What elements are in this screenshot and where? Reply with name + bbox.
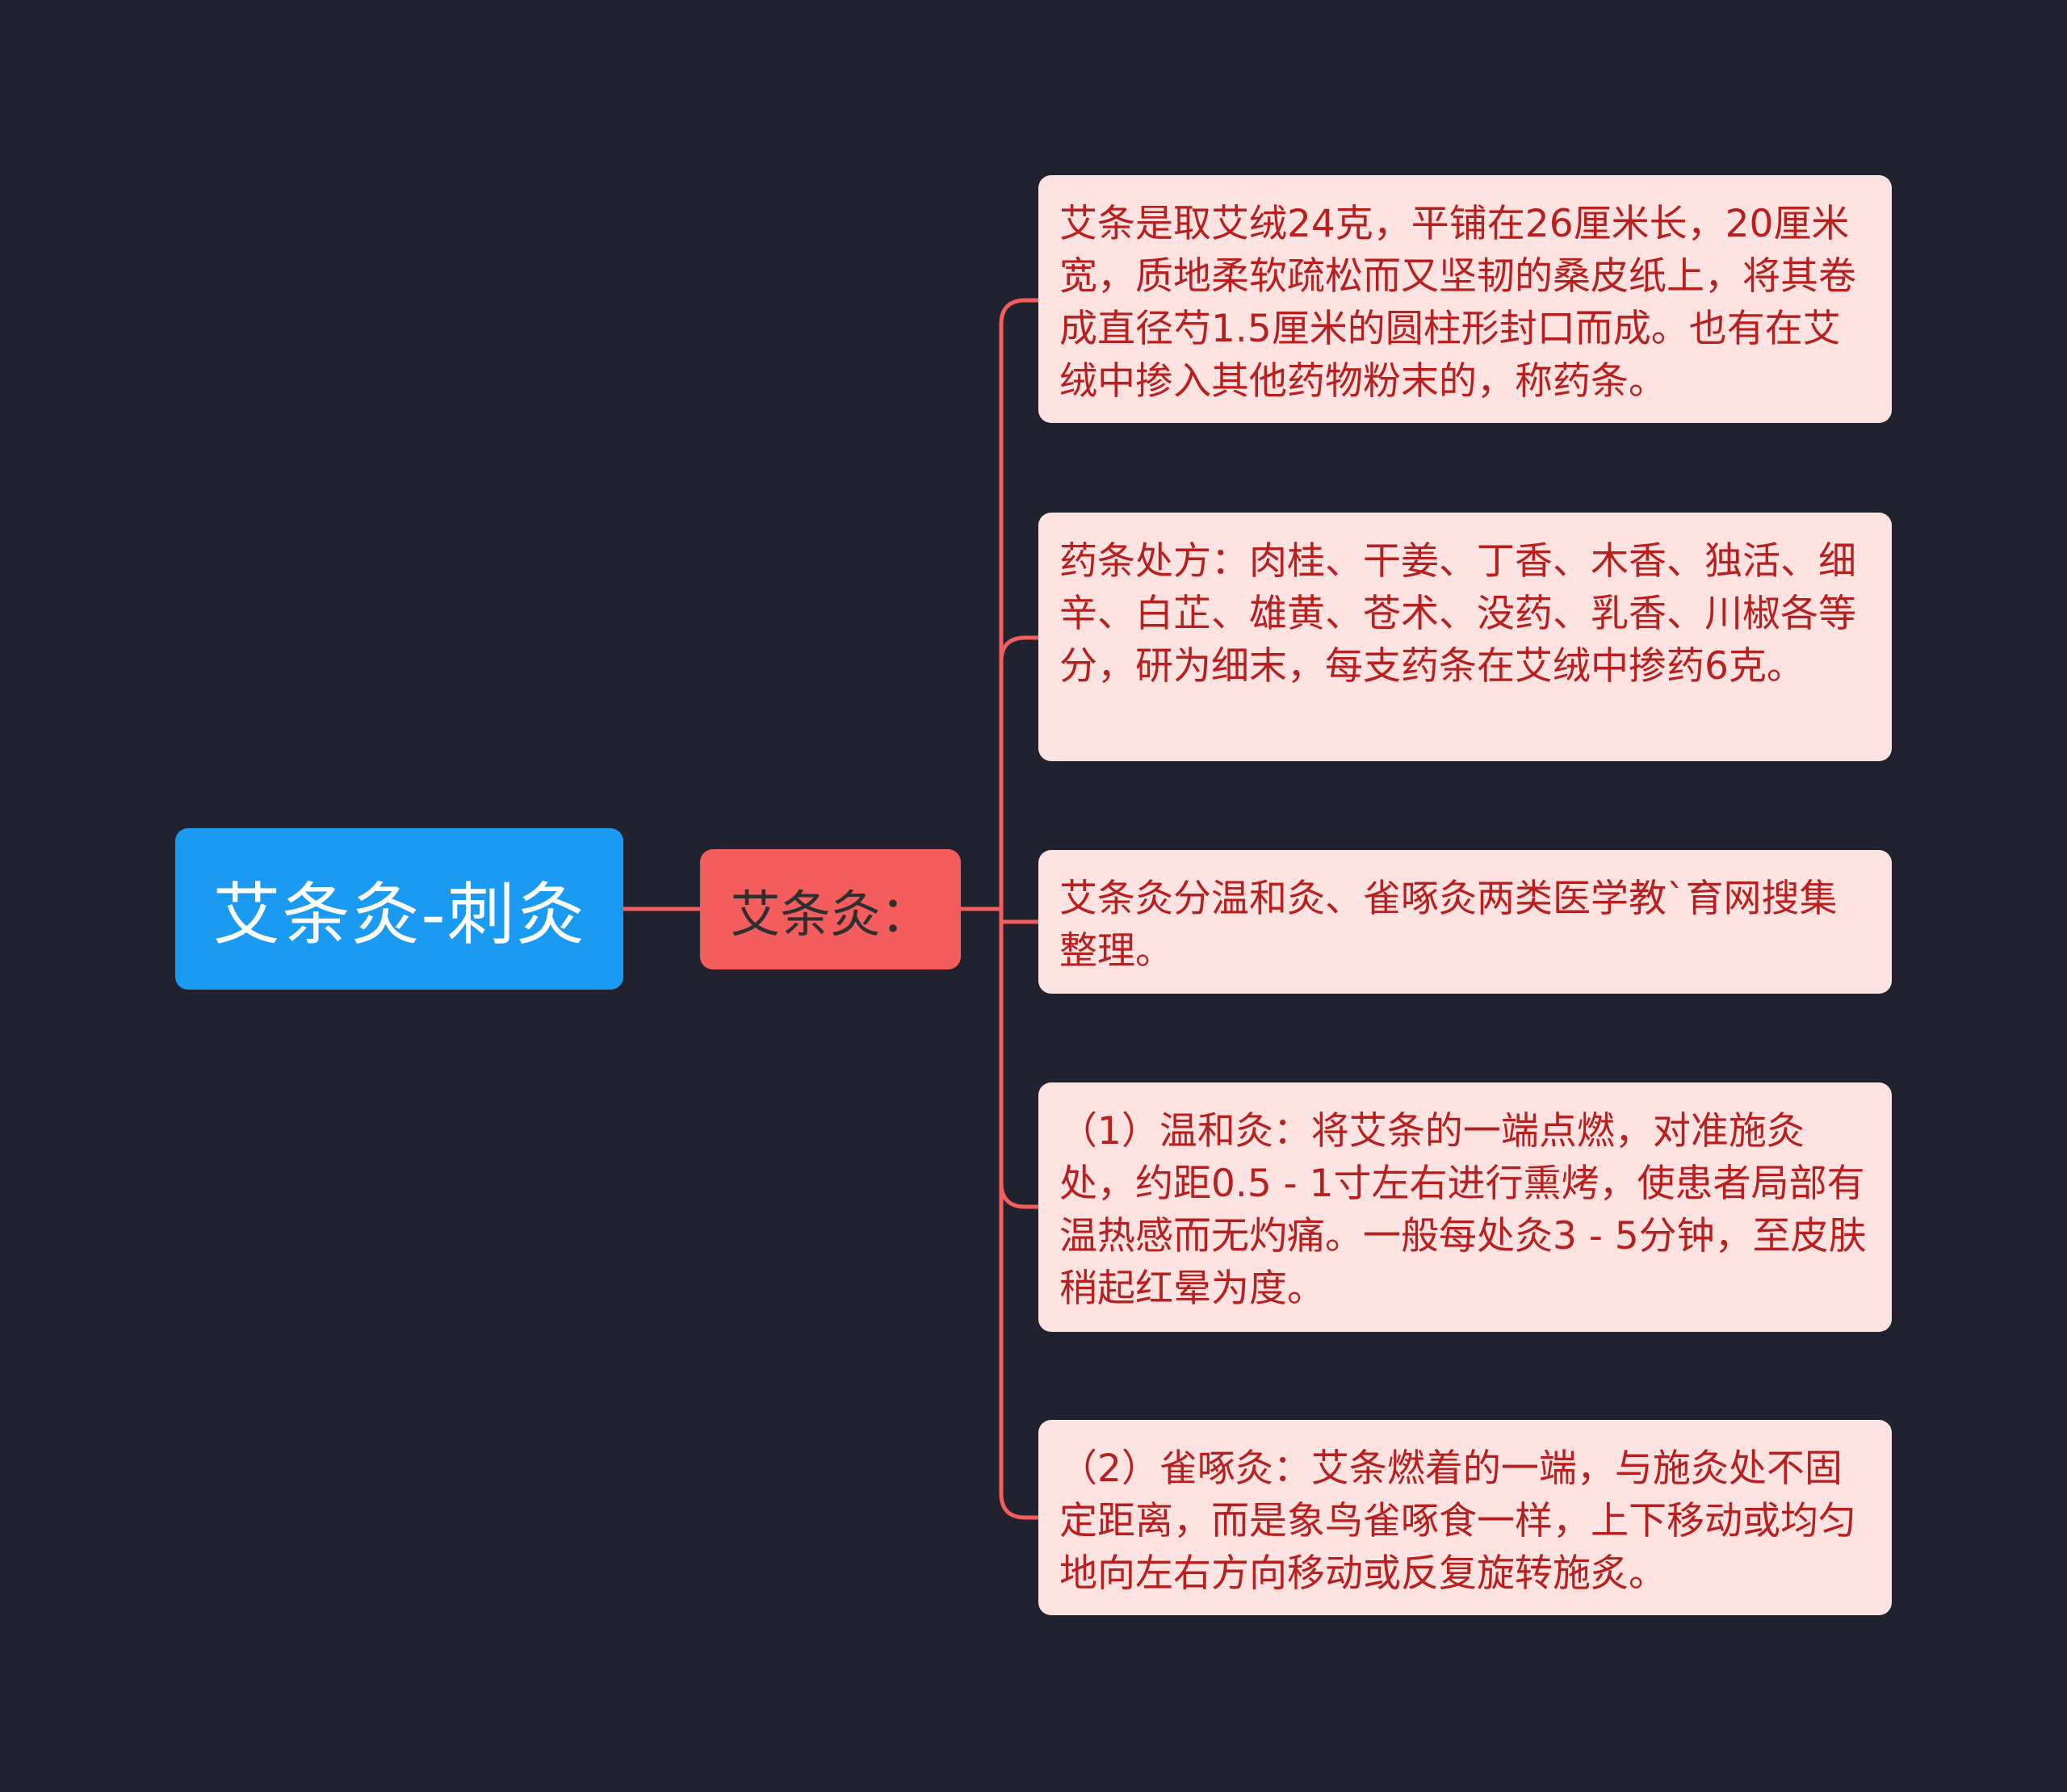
leaf-topic-4[interactable]: （1）温和灸：将艾条的一端点燃，对准施灸处，约距0.5 - 1寸左右进行熏烤，使…: [1038, 1082, 1892, 1332]
leaf-5-connector: [999, 906, 1041, 1520]
root-topic[interactable]: 艾条灸-刺灸: [175, 828, 623, 990]
leaf-topic-1[interactable]: 艾条是取艾绒24克，平铺在26厘米长，20厘米宽，质地柔软疏松而又坚韧的桑皮纸上…: [1038, 175, 1892, 423]
leaf-2-connector: [999, 635, 1041, 911]
leaf-topic-2-text: 药条处方：肉桂、干姜、丁香、木香、独活、细辛、白芷、雄黄、苍术、没药、乳香、川椒…: [1059, 539, 1856, 689]
leaf-topic-2[interactable]: 药条处方：肉桂、干姜、丁香、木香、独活、细辛、白芷、雄黄、苍术、没药、乳香、川椒…: [1038, 513, 1892, 761]
leaf-1-connector: [999, 298, 1041, 911]
leaf-topic-5[interactable]: （2）雀啄灸：艾条燃着的一端，与施灸处不固定距离，而是象鸟雀啄食一样，上下移动或…: [1038, 1420, 1892, 1615]
leaf-topic-3[interactable]: 艾条灸分温和灸、雀啄灸两类医学教`育网搜集整理。: [1038, 850, 1892, 994]
branch-topic[interactable]: 艾条灸：: [700, 849, 961, 969]
leaf-topic-1-text: 艾条是取艾绒24克，平铺在26厘米长，20厘米宽，质地柔软疏松而又坚韧的桑皮纸上…: [1059, 202, 1856, 404]
leaf-4-connector: [999, 906, 1041, 1209]
root-topic-label: 艾条灸-刺灸: [212, 874, 586, 954]
leaf-topic-4-text: （1）温和灸：将艾条的一端点燃，对准施灸处，约距0.5 - 1寸左右进行熏烤，使…: [1059, 1109, 1867, 1311]
leaf-topic-5-text: （2）雀啄灸：艾条燃着的一端，与施灸处不固定距离，而是象鸟雀啄食一样，上下移动或…: [1059, 1447, 1856, 1596]
leaf-topic-3-text: 艾条灸分温和灸、雀啄灸两类医学教`育网搜集整理。: [1059, 877, 1838, 973]
branch-topic-label: 艾条灸：: [730, 884, 931, 944]
